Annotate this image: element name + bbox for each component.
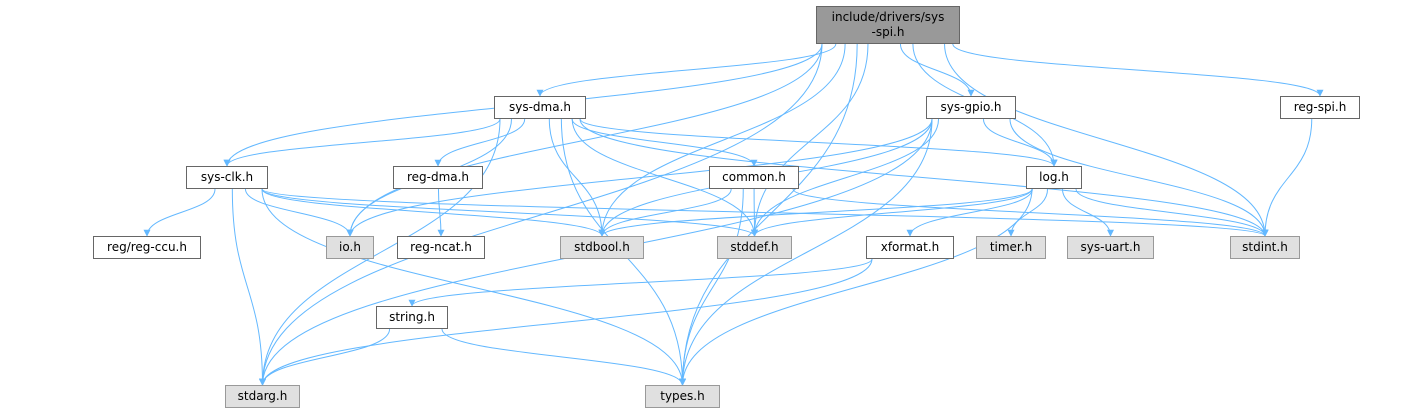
edge-sys_clk-to-stdint bbox=[261, 188, 1269, 237]
node-sys-clk[interactable]: sys-clk.h bbox=[186, 166, 268, 189]
edge-root-to-stdint bbox=[944, 43, 1269, 237]
root-label-line2: -spi.h bbox=[871, 25, 905, 39]
edge-log-to-sys_uart bbox=[1061, 188, 1114, 237]
edge-sys_clk-to-stdbool bbox=[261, 188, 606, 237]
edge-sys_dma-to-stdarg bbox=[259, 118, 501, 386]
edge-log-to-stdbool bbox=[598, 188, 1033, 237]
edge-root-to-sys_gpio bbox=[899, 43, 975, 97]
node-types: types.h bbox=[645, 385, 720, 408]
node-common[interactable]: common.h bbox=[709, 166, 799, 189]
node-reg-ncat[interactable]: reg-ncat.h bbox=[397, 236, 485, 259]
edge-xformat-to-stdarg bbox=[259, 258, 873, 386]
node-log[interactable]: log.h bbox=[1026, 166, 1082, 189]
edge-sys_gpio-to-stdint bbox=[1009, 118, 1269, 237]
edge-log-to-xformat bbox=[906, 188, 1033, 237]
edge-sys_dma-to-stdbool bbox=[548, 118, 606, 237]
node-stdarg: stdarg.h bbox=[225, 385, 300, 408]
edge-common-to-types bbox=[679, 188, 744, 386]
node-xformat[interactable]: xformat.h bbox=[866, 236, 954, 259]
edge-root-to-stddef bbox=[751, 43, 869, 237]
edge-sys_dma-to-stddef bbox=[571, 118, 758, 237]
node-root-sys-spi[interactable]: include/drivers/sys -spi.h bbox=[816, 6, 960, 44]
edge-sys_clk-to-reg_ccu bbox=[143, 188, 216, 237]
edge-reg_spi-to-stdint bbox=[1261, 118, 1313, 237]
node-sys-gpio[interactable]: sys-gpio.h bbox=[926, 96, 1016, 119]
edge-sys_clk-to-types bbox=[261, 188, 686, 386]
node-sys-uart: sys-uart.h bbox=[1067, 236, 1154, 259]
node-reg-dma[interactable]: reg-dma.h bbox=[393, 166, 483, 189]
node-stdint: stdint.h bbox=[1230, 236, 1300, 259]
edge-root-to-reg_spi bbox=[952, 43, 1324, 97]
edge-sys_clk-to-io bbox=[244, 188, 354, 237]
edge-sys_gpio-to-types bbox=[679, 118, 933, 386]
edge-xformat-to-string bbox=[408, 258, 873, 307]
edge-log-to-stdint bbox=[1075, 188, 1269, 237]
edge-sys_dma-to-log bbox=[579, 118, 1058, 167]
node-string[interactable]: string.h bbox=[376, 306, 448, 329]
edge-reg_dma-to-reg_ncat bbox=[437, 188, 445, 237]
edge-sys_dma-to-common bbox=[571, 118, 758, 167]
node-reg-spi[interactable]: reg-spi.h bbox=[1280, 96, 1360, 119]
edge-root-to-stdbool bbox=[598, 43, 846, 237]
node-stddef: stddef.h bbox=[717, 236, 792, 259]
node-reg-ccu[interactable]: reg/reg-ccu.h bbox=[93, 236, 201, 259]
edge-sys_dma-to-sys_clk bbox=[223, 118, 501, 167]
edge-string-to-stdarg bbox=[259, 328, 391, 386]
edge-sys_clk-to-stddef bbox=[261, 188, 758, 237]
edge-string-to-types bbox=[441, 328, 686, 386]
edge-sys_dma-to-reg_dma bbox=[434, 118, 526, 167]
edge-common-to-stdbool bbox=[598, 188, 732, 237]
root-label-line1: include/drivers/sys bbox=[831, 10, 945, 24]
edge-log-to-stddef bbox=[751, 188, 1033, 237]
edge-sys_dma-to-stdint bbox=[579, 118, 1269, 237]
edge-log-to-timer bbox=[1007, 188, 1049, 237]
edge-root-to-sys_dma bbox=[536, 43, 837, 97]
node-sys-dma[interactable]: sys-dma.h bbox=[494, 96, 586, 119]
node-io: io.h bbox=[326, 236, 374, 259]
edge-sys_gpio-to-io bbox=[346, 118, 933, 237]
edge-log-to-types bbox=[679, 188, 1033, 386]
edge-sys_clk-to-stdarg bbox=[231, 188, 266, 386]
node-stdbool: stdbool.h bbox=[560, 236, 644, 259]
edge-sys_gpio-to-log bbox=[982, 118, 1058, 167]
node-timer: timer.h bbox=[976, 236, 1046, 259]
